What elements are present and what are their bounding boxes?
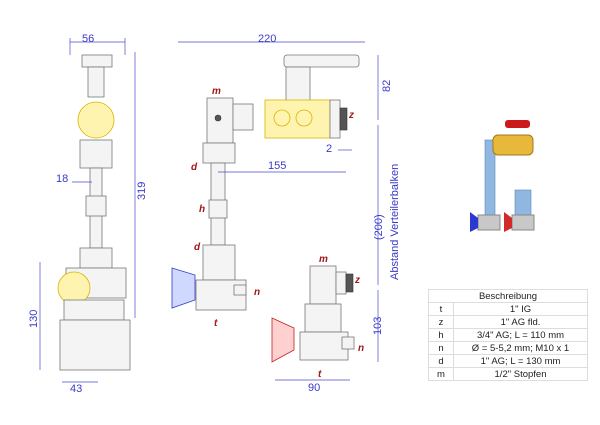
- dim-lower-height: 103: [372, 317, 384, 335]
- row-value: 3/4" AG; L = 110 mm: [453, 328, 588, 342]
- row-key: t: [428, 302, 454, 316]
- dim-left-bottom: 43: [70, 383, 82, 395]
- row-key: z: [428, 315, 454, 329]
- label-t: t: [214, 318, 218, 329]
- left-view: 56 319 18 130 43: [28, 33, 148, 395]
- dim-left-height: 319: [136, 182, 148, 200]
- dim-left-width: 56: [82, 33, 94, 45]
- lower-view: 103 90 m z n t: [271, 254, 384, 394]
- row-key: m: [428, 367, 454, 381]
- row-key: n: [428, 341, 454, 355]
- dim-top-width: 220: [258, 33, 276, 45]
- dim-beam-label: Abstand Verteilerbalken: [389, 164, 401, 280]
- row-value: 1" IG: [453, 302, 588, 316]
- label-z: z: [348, 110, 354, 121]
- dim-beam-distance: (200): [373, 214, 385, 240]
- label-n: n: [254, 287, 260, 298]
- label-d-lower: d: [194, 242, 201, 253]
- table-header: Beschreibung: [428, 289, 588, 303]
- label-m: m: [212, 86, 221, 97]
- dim-gap: 2: [326, 143, 332, 155]
- row-key: h: [428, 328, 454, 342]
- row-value: 1" AG fld.: [453, 315, 588, 329]
- dim-handle-height: 82: [381, 80, 393, 92]
- label-n-lower: n: [358, 343, 364, 354]
- row-value: 1/2" Stopfen: [453, 367, 588, 381]
- dim-center-distance: 155: [268, 160, 286, 172]
- dim-lower-width: 90: [308, 382, 320, 394]
- label-t-lower: t: [318, 369, 322, 380]
- label-h: h: [199, 204, 205, 215]
- dim-left-lower: 130: [28, 310, 40, 328]
- dim-left-offset: 18: [56, 173, 68, 185]
- middle-view: 220 82 2 155 (200) Abstand Verteilerbalk…: [171, 33, 401, 329]
- label-z-lower: z: [354, 275, 360, 286]
- row-key: d: [428, 354, 454, 368]
- label-m-lower: m: [319, 254, 328, 265]
- label-d: d: [191, 162, 198, 173]
- row-value: Ø = 5-5,2 mm; M10 x 1: [453, 341, 588, 355]
- row-value: 1" AG; L = 130 mm: [453, 354, 588, 368]
- product-illustration: [470, 120, 535, 232]
